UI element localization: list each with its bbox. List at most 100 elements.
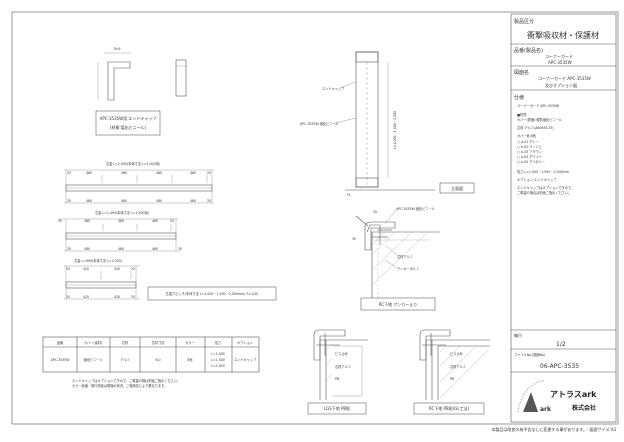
rail-dim: 30 bbox=[58, 219, 62, 223]
table-cell: L=2,000 bbox=[211, 364, 225, 368]
rail-title: 芯金 L=990(本体寸法 L=1,000) bbox=[74, 258, 122, 263]
rail-dim: 480 bbox=[121, 171, 127, 175]
section-rc-anchor: 35 35 APC-3535W 塩化ビニール 芯材アルミ アンカーボルト RC下… bbox=[352, 206, 440, 311]
company-name: アトラスark bbox=[550, 390, 597, 399]
drawing-name-2: 及びオプション図 bbox=[545, 82, 577, 88]
spec-lines: コーナーガード APC-3535W ■材質 カバー(表面):硬質塩化ビニール 芯… bbox=[517, 103, 574, 195]
table-cell: アルミ bbox=[120, 357, 130, 362]
rail-dim: 480 bbox=[86, 199, 92, 203]
table-cell: L=1,000 bbox=[211, 352, 225, 356]
elevation-height-dim: L=1,000・1,500・2,000 bbox=[393, 111, 397, 149]
table-header: 芯材 bbox=[122, 340, 129, 345]
scale-label: 縮尺 bbox=[514, 332, 522, 338]
rail-dim: 420 bbox=[114, 295, 120, 299]
spec-line: コーナーガード APC-3535W bbox=[517, 103, 560, 108]
spec-line: □ a-03 ブラウン bbox=[517, 149, 542, 154]
spec-line: □ a-04 ホワイト bbox=[517, 154, 542, 159]
gl-callout-3: PB bbox=[450, 377, 454, 381]
spec-line: 芯材:アルミ(A6063S-T5) bbox=[517, 125, 554, 130]
table-header: 品番 bbox=[57, 340, 64, 345]
elevation-view: L=1,000・1,500・2,000 エンドキャップ APC-3535W 塩化… bbox=[300, 51, 475, 197]
rail-dim: 480 bbox=[152, 247, 158, 251]
rail-dim: 25 bbox=[66, 295, 70, 299]
table-header: オプション bbox=[237, 340, 253, 345]
product-label: 品番(製品名) bbox=[514, 47, 543, 54]
rail-dim: 25 bbox=[131, 295, 135, 299]
rail-dim: 25 bbox=[207, 199, 211, 203]
spec-line: カバー色:8色 bbox=[517, 133, 537, 138]
table-header: 芯材寸法 bbox=[152, 340, 165, 345]
drawing-label: 図面名 bbox=[514, 69, 529, 76]
spec-line: ■材質 bbox=[517, 112, 527, 117]
rail-dim: 480 bbox=[190, 171, 196, 175]
end-cap-dim: 39.8 bbox=[113, 47, 120, 51]
rail-dim: 480 bbox=[121, 199, 127, 203]
part-callout: APC-3535W 塩化ビニール bbox=[396, 206, 436, 211]
sheet-border bbox=[11, 11, 619, 425]
rail-dim: 420 bbox=[83, 295, 89, 299]
spec-line: オプション:エンドキャップ bbox=[517, 177, 557, 182]
rail-1500: 芯金 L=1,490(本体寸法 L=1,500用) 30 480 480 480… bbox=[58, 210, 182, 252]
end-cap-label-2: (材質:塩化ビニール) bbox=[110, 124, 147, 130]
spec-line: エンドキャップはオプションですので、 bbox=[517, 185, 574, 190]
table-cell: 8色 bbox=[187, 357, 193, 362]
rail-dim: 25 bbox=[67, 247, 71, 251]
company-suffix: 株式会社 bbox=[572, 404, 596, 412]
rail-2000: 芯金 L=2,000(本体寸法 L=2,000用) 25 480 480 480… bbox=[64, 161, 214, 204]
pitch-note: 芯金穴ピッチ(本体寸法 L=1,000・1,500・2,000mm) S=1/2… bbox=[166, 291, 259, 296]
table-cell: L=1,500 bbox=[211, 358, 225, 362]
note-line: エンドキャップはオプションですので、ご希望の際は別途ご指示ください。 bbox=[72, 378, 180, 383]
rail-dim: 25 bbox=[67, 199, 71, 203]
end-cap-label-1: APC-3535W用 エンドキャップ bbox=[100, 115, 157, 121]
rail-dim: 25 bbox=[170, 219, 174, 223]
rail-dim: 480 bbox=[118, 247, 124, 251]
rail-dim: 25 bbox=[66, 267, 70, 271]
rail-dim: 480 bbox=[152, 219, 158, 223]
section-lgs: ビス止め 芯材アルミ PB LGS下地 PB貼 bbox=[307, 329, 368, 415]
product-code: APC-3535W bbox=[548, 60, 572, 65]
anchor-callout: アンカーボルト bbox=[397, 266, 419, 271]
lgs-callout-1: ビス止め bbox=[335, 351, 348, 356]
logo-mark-text: ark bbox=[540, 406, 552, 413]
rail-1000: 芯金 L=990(本体寸法 L=1,000) 25 420 420 25 25 … bbox=[64, 258, 140, 300]
spec-line: カバー(表面):硬質塩化ビニール bbox=[517, 117, 563, 122]
dim-height: 35 bbox=[352, 237, 356, 241]
rail-dim: 420 bbox=[114, 267, 120, 271]
spec-line: ご希望の場合は別途ご指示ください。 bbox=[517, 190, 571, 195]
gl-callout-2: 芯材アルミ bbox=[450, 364, 466, 369]
spec-line: □ a-05 アイボリー bbox=[517, 159, 545, 164]
note-line: カラー品番・現行商品は現場の状況、ご使用意により異なります。 bbox=[72, 383, 167, 388]
pitch-note-box bbox=[147, 286, 277, 301]
scale-value: 1/2 bbox=[556, 341, 566, 348]
rail-dim: 25 bbox=[207, 171, 211, 175]
section-title: LGS下地 PB貼 bbox=[324, 405, 350, 411]
lgs-callout-3: PB bbox=[335, 377, 339, 381]
rail-title: 芯金 L=2,000(本体寸法 L=2,000用) bbox=[106, 161, 160, 166]
table-header: 長さ bbox=[215, 340, 221, 345]
rail-dim: 480 bbox=[156, 199, 162, 203]
rail-dim: 420 bbox=[83, 267, 89, 271]
floor-label: FL bbox=[347, 193, 351, 197]
rail-dim: 25 bbox=[131, 267, 135, 271]
section-title: RC下地 アンカー止り bbox=[379, 301, 417, 307]
category-label: 製品区分 bbox=[514, 18, 534, 25]
section-rc-gl: ビス止め 芯材アルミ PB RC下地 PB貼(GL工法) bbox=[413, 329, 490, 415]
rail-dim: 480 bbox=[156, 171, 162, 175]
gl-callout-1: ビス止め bbox=[450, 351, 463, 356]
company-logo: ark アトラスark 株式会社 bbox=[517, 379, 597, 413]
table-cell: APC-3535W bbox=[51, 358, 71, 362]
rail-dim: 480 bbox=[86, 171, 92, 175]
rail-title: 芯金 L=1,490(本体寸法 L=1,500用) bbox=[95, 210, 149, 215]
rail-dim: 480 bbox=[190, 199, 196, 203]
spec-line: □ a-02 ベージュ bbox=[517, 145, 542, 149]
rail-dim: 30 bbox=[178, 247, 182, 251]
end-cap-callout: エンドキャップ bbox=[322, 86, 345, 91]
table-header: カバー(素材) bbox=[84, 340, 102, 345]
rail-dim: 480 bbox=[84, 219, 90, 223]
end-cap-drawing: 39.8 APC-3535W用 エンドキャップ (材質:塩化ビニール) bbox=[95, 47, 187, 136]
category-value: 衝撃吸収材・保護材 bbox=[527, 30, 599, 40]
spec-line: □ a-01 グレー bbox=[517, 139, 539, 144]
drawing-name-1: コーナーガード:APC-3535W bbox=[538, 75, 591, 81]
spec-line: 長さ:L=1,000・1,500・2,000mm bbox=[517, 169, 569, 174]
elevation-title: 立面図 bbox=[451, 185, 463, 191]
